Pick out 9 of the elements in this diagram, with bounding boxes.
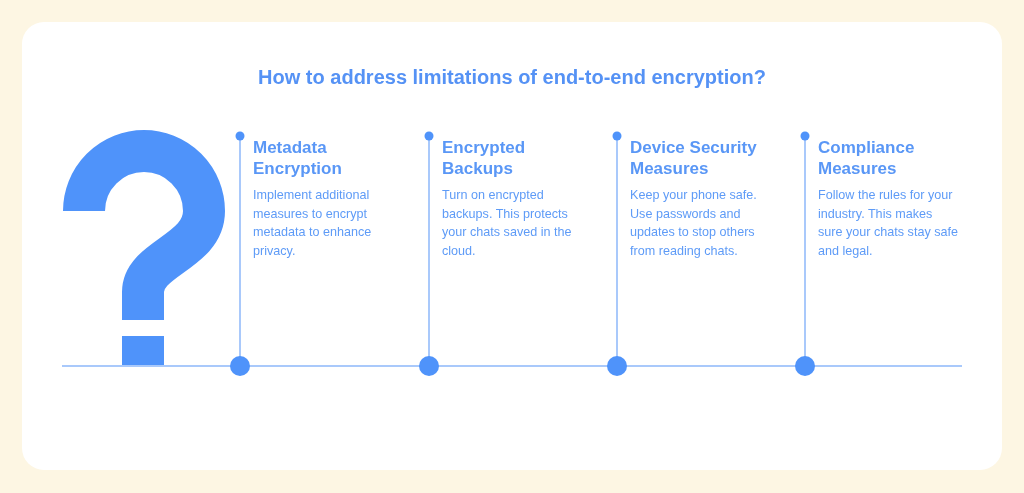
step-heading: Compliance Measures (818, 137, 916, 179)
step-heading: Device Security Measures (630, 137, 758, 179)
step-description: Keep your phone safe. Use passwords and updates to stop others from reading chats. (630, 187, 758, 260)
step-description: Follow the rules for your industry. This makes sure your chats stay safe and legal. (818, 187, 958, 260)
step-heading: Encrypted Backups (442, 137, 527, 179)
step-heading: Metadata Encryption (253, 137, 343, 179)
title: How to address limitations of end-to-end encryption? (258, 66, 766, 88)
step-description: Turn on encrypted backups. This protects your chats saved in the cloud. (442, 187, 573, 260)
step-description: Implement additional measures to encrypt metadata to enhance privacy. (253, 187, 373, 260)
